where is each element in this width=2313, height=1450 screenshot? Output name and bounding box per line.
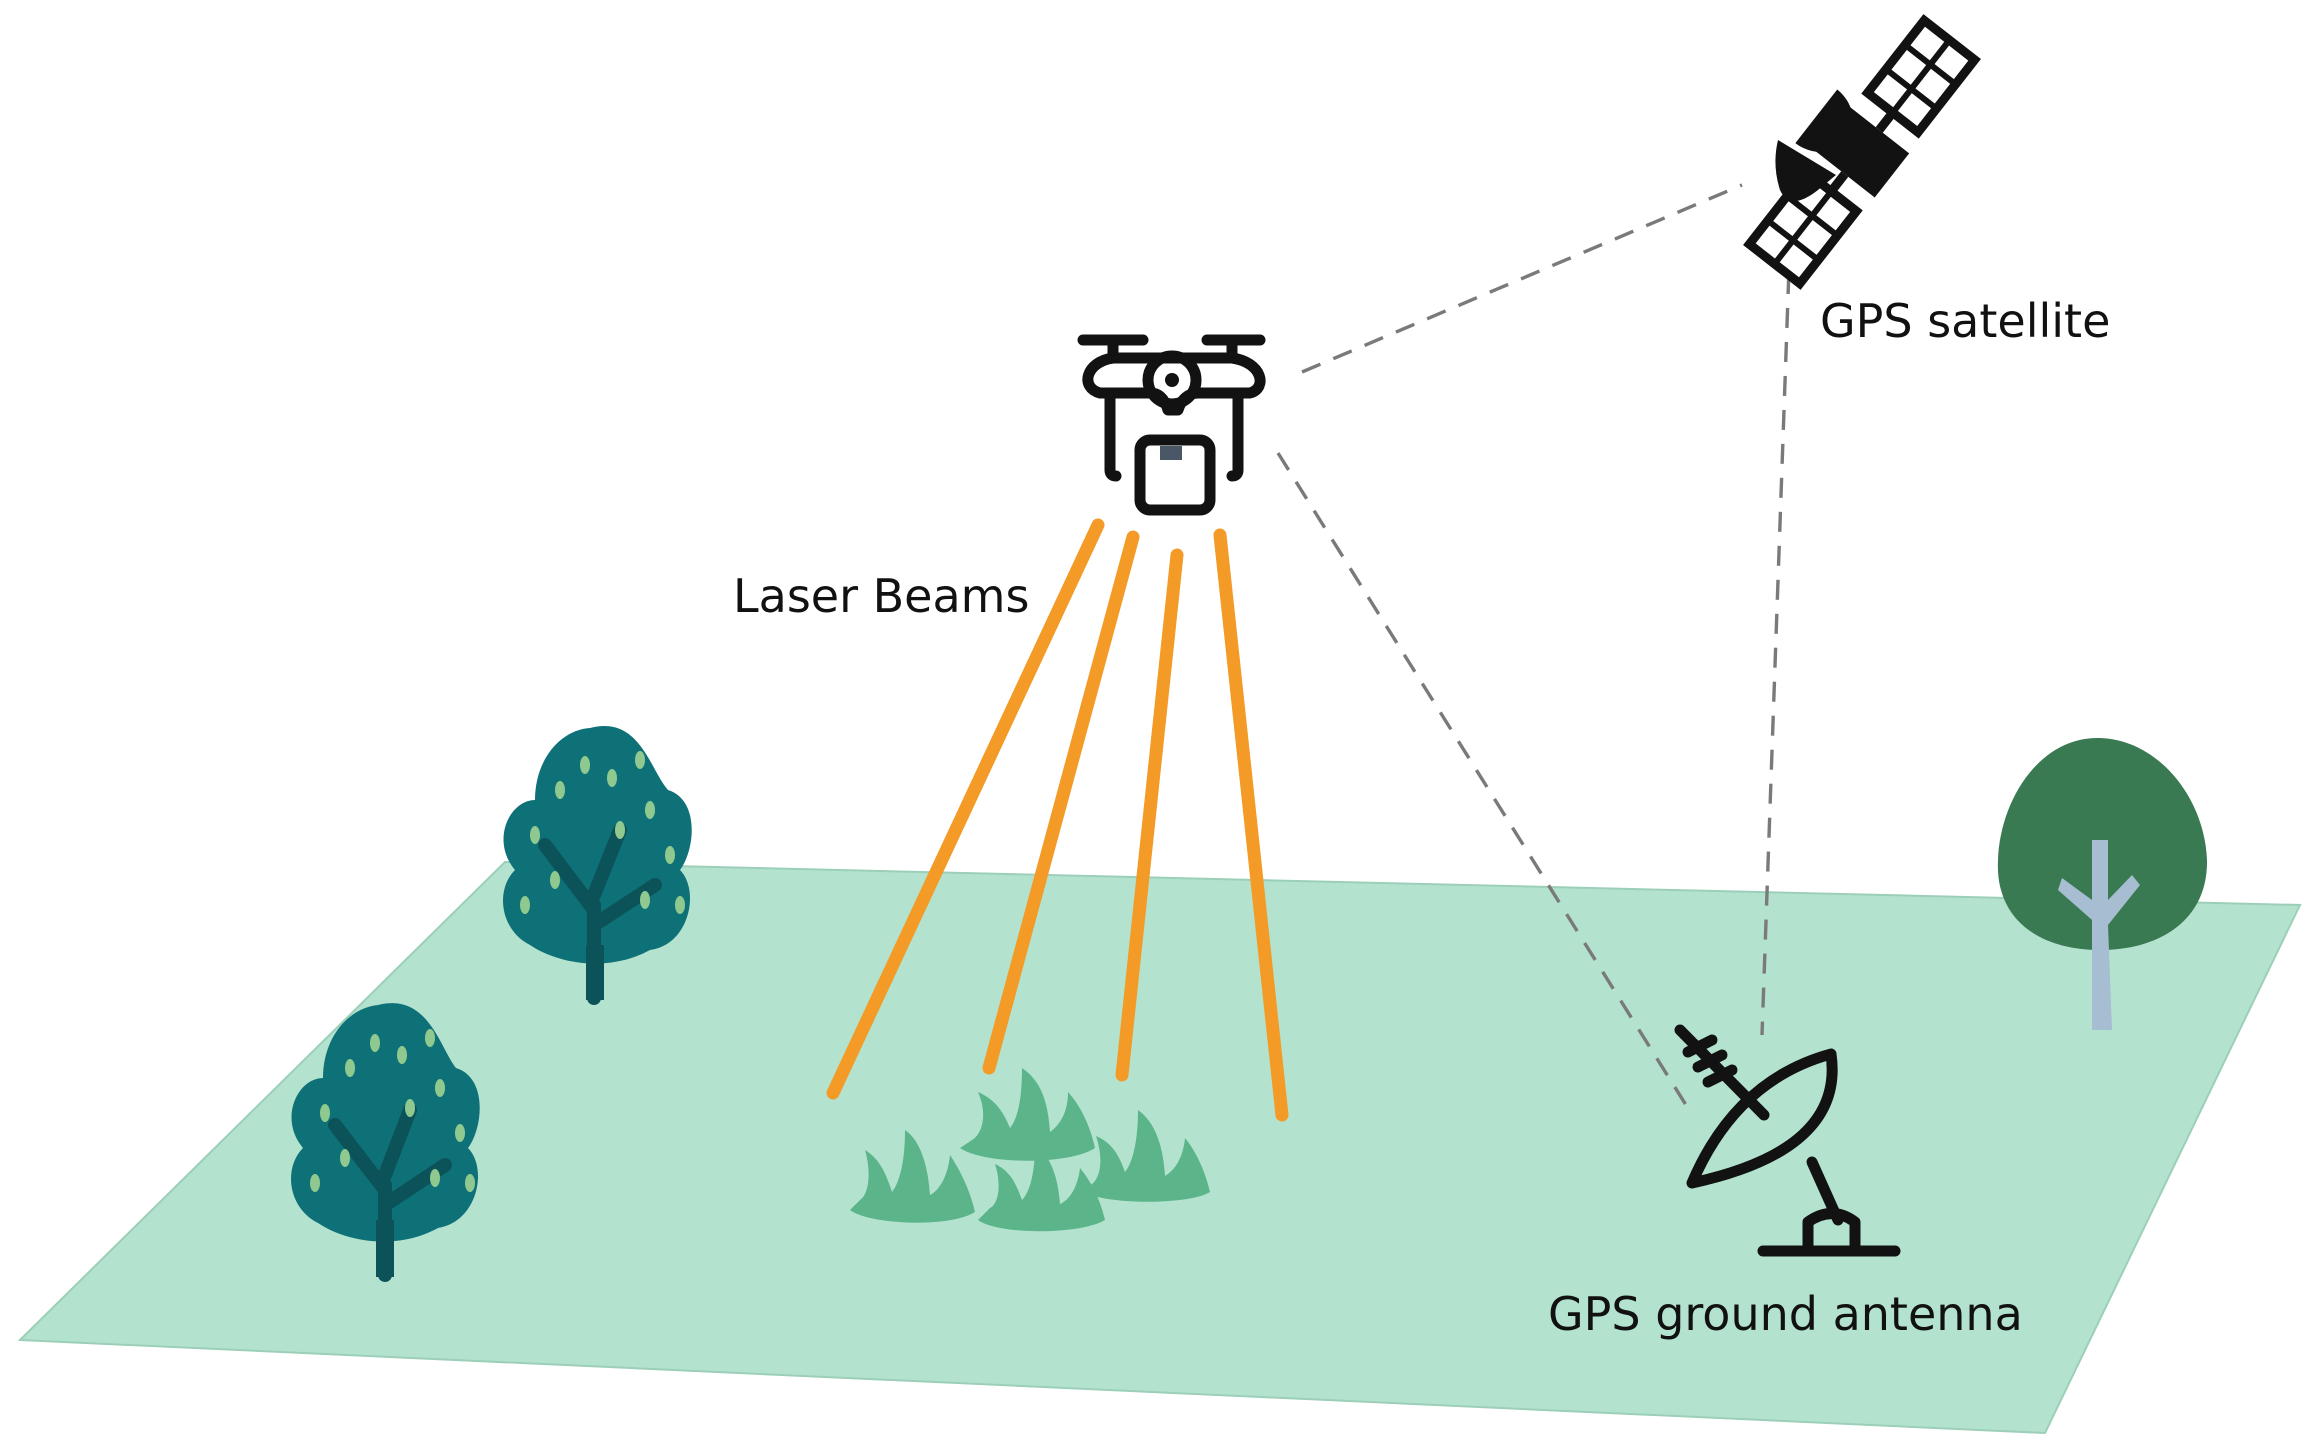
satellite-to-antenna-line — [1760, 239, 1792, 1036]
laser-beam — [1115, 548, 1184, 1082]
bush-icon — [850, 1068, 1210, 1232]
laser-beam — [982, 530, 1140, 1075]
satellite-dish-icon — [1674, 1024, 1901, 1257]
satellite-icon — [1743, 14, 1981, 290]
laser-beams — [826, 518, 1289, 1122]
gps-signal-lines — [1276, 183, 1792, 1106]
tree-icon — [1997, 737, 2208, 1030]
laser-beams-label: Laser Beams — [733, 569, 1029, 623]
gps-satellite-label: GPS satellite — [1820, 294, 2110, 348]
drone-to-satellite-line — [1301, 183, 1743, 374]
drone-to-antenna-line — [1276, 452, 1688, 1106]
drone-icon — [1077, 334, 1266, 516]
laser-beam — [1213, 528, 1289, 1122]
laser-beam — [826, 518, 1105, 1100]
gps-ground-antenna-label: GPS ground antenna — [1548, 1287, 2023, 1341]
tree-icon — [503, 726, 692, 1005]
satellite-dish-part — [1775, 140, 1836, 201]
tree-icon — [291, 1003, 480, 1282]
